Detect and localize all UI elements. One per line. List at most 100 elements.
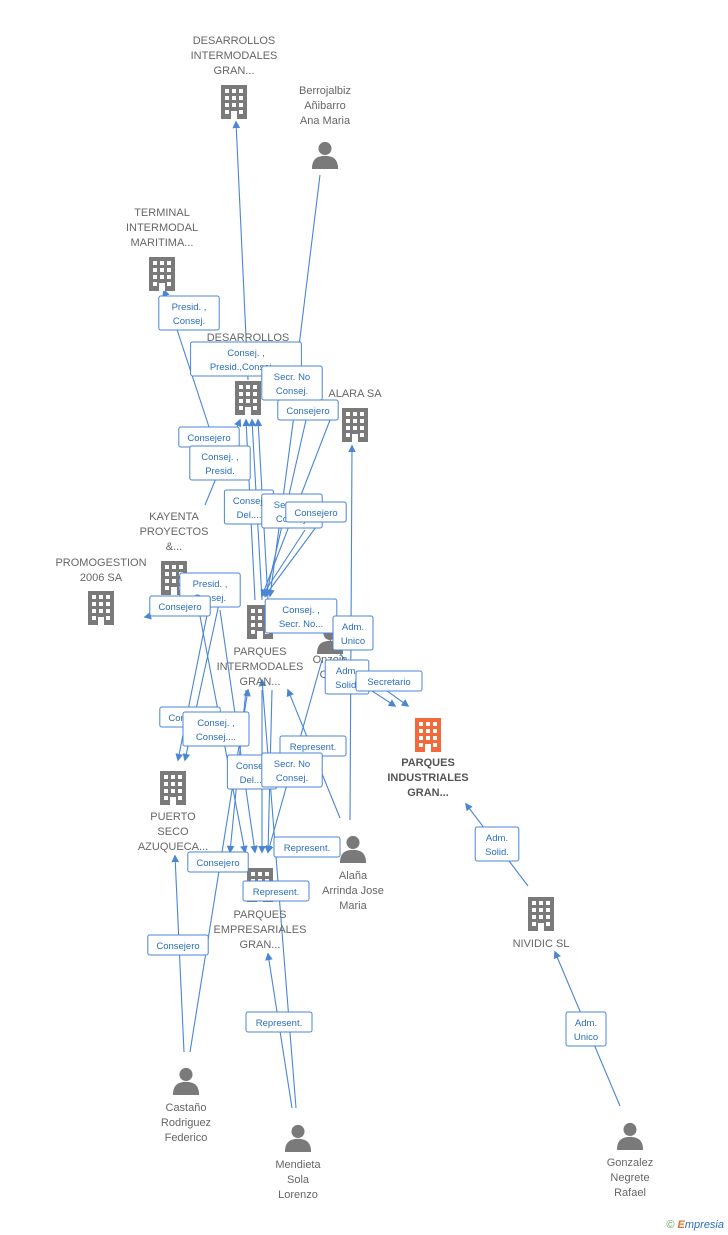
- node-alara[interactable]: ALARA SA: [328, 388, 382, 442]
- edge-label[interactable]: Represent.: [242, 880, 310, 902]
- edge-label[interactable]: Secr. No Consej.: [261, 365, 323, 401]
- edge-label[interactable]: Consejero: [187, 851, 249, 873]
- edge-label-line: Adm.: [575, 1018, 597, 1029]
- edge-label[interactable]: Consejero: [149, 595, 211, 617]
- edge-label-line: Presid. ,: [193, 579, 228, 590]
- edge-label[interactable]: Consejero: [277, 399, 339, 421]
- person-icon: [339, 835, 367, 863]
- node-label-line: Castaño: [166, 1102, 207, 1114]
- node-label-line: Berrojalbiz: [299, 85, 351, 97]
- nodes: DESARROLLOS INTERMODALES GRAN... Berrojalbi…: [55, 35, 653, 1201]
- brand-initial: E: [677, 1219, 685, 1231]
- edge-labels: Presid. ,Consej.Consej. ,Presid.,Consej.…: [147, 295, 607, 1047]
- edge-label[interactable]: Consejero: [178, 426, 240, 448]
- node-puerto-seco[interactable]: PUERTOSECOAZUQUECA...: [138, 771, 208, 853]
- node-label-line: ALARA SA: [328, 388, 382, 400]
- node-label-line: Añibarro: [304, 100, 346, 112]
- node-label-line: PROYECTOS: [140, 526, 209, 538]
- edge-label[interactable]: Consej. ,Secr. No...: [264, 598, 338, 634]
- edge-label-line: Consej.: [276, 386, 308, 397]
- edge-label[interactable]: Adm.Solid.: [474, 826, 520, 862]
- edge-label[interactable]: Consej. ,Presid.: [189, 445, 251, 481]
- node-label-line: &...: [166, 541, 183, 553]
- building-icon: [88, 591, 114, 625]
- edge-label-box: [182, 711, 250, 747]
- building-icon: [235, 381, 261, 415]
- edge-label-box: [147, 934, 209, 956]
- node-label-line: Mendieta: [275, 1159, 321, 1171]
- edge-label-line: Consejero: [294, 508, 337, 519]
- building-icon: [528, 897, 554, 931]
- node-label-line: Lorenzo: [278, 1189, 318, 1201]
- edge-label-box: [285, 501, 347, 523]
- edge-label-line: Consejero: [196, 858, 239, 869]
- node-label-line: Arrinda Jose: [322, 885, 384, 897]
- edge-label[interactable]: Represent.: [245, 1011, 313, 1033]
- edge-label-line: Solid.: [335, 680, 359, 691]
- edge-label-line: Represent.: [253, 887, 299, 898]
- building-icon: [149, 257, 175, 291]
- node-label-line: Negrete: [610, 1172, 649, 1184]
- edge-line: [232, 120, 249, 381]
- person-icon: [616, 1122, 644, 1150]
- node-label-line: Gonzalez: [607, 1157, 653, 1169]
- edge-label-line: Presid.: [205, 466, 235, 477]
- edge-label-box: [187, 851, 249, 873]
- edge-label-line: Unico: [341, 636, 365, 647]
- edge-label-box: [189, 445, 251, 481]
- node-label-line: GRAN...: [214, 65, 255, 77]
- edge-label-line: Consej. ,: [197, 718, 235, 729]
- node-label-line: PROMOGESTION: [55, 557, 146, 569]
- edge-label-box: [565, 1011, 607, 1047]
- node-label-line: Rafael: [614, 1187, 646, 1199]
- node-parques-intermodales[interactable]: PARQUESINTERMODALESGRAN...: [217, 605, 304, 688]
- edge-label[interactable]: Secretario: [355, 670, 423, 692]
- edge-line: [261, 529, 306, 598]
- edge-label[interactable]: Consejero: [285, 501, 347, 523]
- edge-label-line: Adm.: [342, 622, 364, 633]
- node-label-line: GRAN...: [240, 939, 281, 951]
- node-label-line: MARITIMA...: [131, 237, 194, 249]
- edge-label[interactable]: Adm.Unico: [565, 1011, 607, 1047]
- edge-label[interactable]: Consej. ,Consej....: [182, 711, 250, 747]
- edge-label-box: [242, 880, 310, 902]
- edge-label[interactable]: Adm. Unico: [332, 615, 374, 651]
- edge-label[interactable]: Consejero: [147, 934, 209, 956]
- node-label-line: PARQUES: [234, 909, 287, 921]
- node-label-line: INTERMODALES: [191, 50, 278, 62]
- node-desarrollos-top[interactable]: DESARROLLOSINTERMODALESGRAN...: [191, 35, 278, 119]
- brand-name: mpresia: [684, 1219, 724, 1231]
- edge-label-line: Consej.: [173, 316, 205, 327]
- node-parques-industriales[interactable]: PARQUESINDUSTRIALESGRAN...: [387, 718, 469, 799]
- edge-label-line: Secr. No: [274, 372, 310, 383]
- edge-label[interactable]: Represent.: [273, 836, 341, 858]
- edge-label-box: [332, 615, 374, 651]
- node-label-line: Sola: [287, 1174, 310, 1186]
- node-desarrollos-mid[interactable]: DESARROLLOS: [207, 332, 290, 415]
- node-kayenta[interactable]: KAYENTAPROYECTOS&...: [140, 511, 209, 595]
- edge-label-line: Secr. No...: [279, 619, 323, 630]
- edge-label-line: Represent.: [290, 742, 336, 753]
- node-terminal[interactable]: TERMINALINTERMODALMARITIMA...: [126, 207, 198, 291]
- person-icon: [284, 1124, 312, 1152]
- edge-label-line: Secr. No: [274, 759, 310, 770]
- edge-label-box: [474, 826, 520, 862]
- building-icon: [415, 718, 441, 752]
- node-nividic[interactable]: NIVIDIC SL: [513, 897, 570, 950]
- edge-label-line: Represent.: [284, 843, 330, 854]
- node-label-line: Federico: [165, 1132, 208, 1144]
- edge-label-line: Secretario: [367, 677, 410, 688]
- edge-label[interactable]: Presid. ,Consej.: [158, 295, 220, 331]
- node-parques-empresariales[interactable]: PARQUESEMPRESARIALESGRAN...: [214, 868, 307, 951]
- edge-label-line: Consej.: [236, 761, 268, 772]
- node-label-line: PUERTO: [150, 811, 196, 823]
- node-label-line: Rodriguez: [161, 1117, 211, 1129]
